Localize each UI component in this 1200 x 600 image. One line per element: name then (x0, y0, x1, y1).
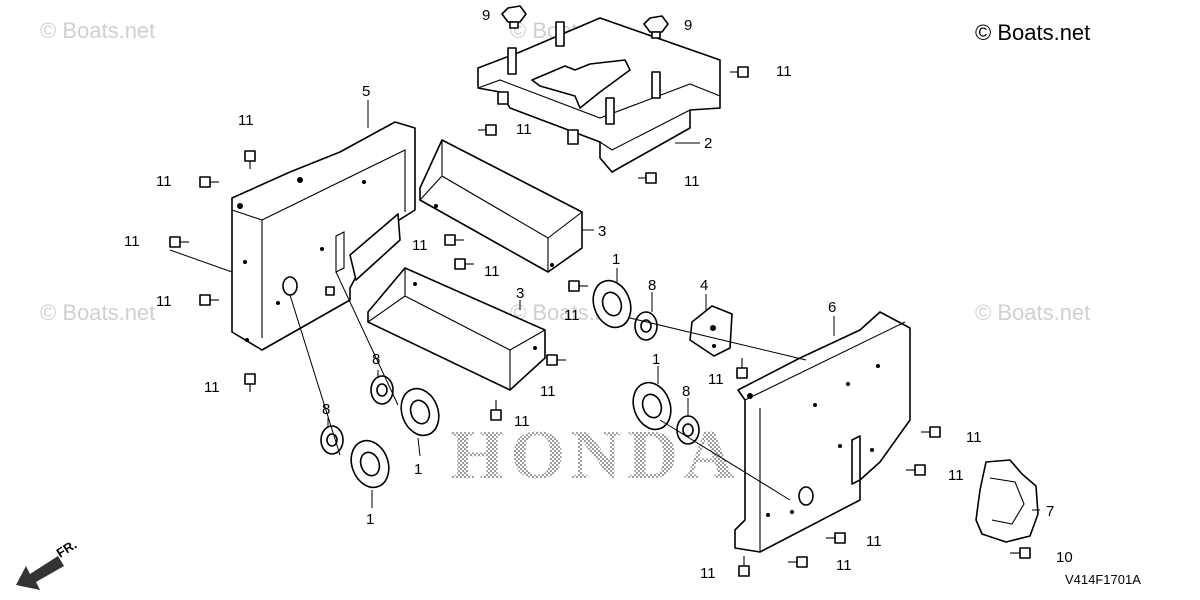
callout-11-bottom-2: 11 (836, 557, 852, 574)
callout-11-right-center: 11 (708, 371, 724, 388)
callout-11-top-left: 11 (238, 112, 254, 129)
part-7-cover (975, 459, 1039, 543)
callout-11-center-2: 11 (484, 263, 500, 280)
callout-1-lower-left: 1 (366, 511, 374, 528)
front-direction-arrow: FR. (16, 537, 79, 590)
part-9-nut-left (501, 5, 527, 29)
callout-9-right: 9 (684, 17, 692, 34)
part-1-flange-upper (592, 279, 632, 329)
callout-11-left-1: 11 (156, 173, 172, 190)
callout-8-right: 8 (682, 383, 690, 400)
callout-11-plate-bottom: 11 (684, 173, 700, 190)
copyright-label: © Boats.net (975, 20, 1090, 45)
part-1-flange-right (632, 381, 672, 431)
watermark: © Boats.net (40, 300, 155, 325)
callout-11-left-3: 11 (156, 293, 172, 310)
callout-11-left-bottom: 11 (204, 379, 220, 396)
callouts: 9 9 11 5 11 11 2 11 11 3 11 11 1 11 8 4 … (124, 7, 1073, 582)
part-3-lower-bracket (367, 267, 546, 391)
callout-5: 5 (362, 83, 370, 100)
diagram-code: V414F1701A (1065, 572, 1141, 587)
part-4-bracket (689, 305, 733, 357)
callout-11-bottom-3: 11 (700, 565, 716, 582)
assembly-lines (169, 249, 807, 501)
callout-11-center-1: 11 (412, 237, 428, 254)
callout-11-center-3: 11 (564, 307, 580, 324)
part-6-right-plate (734, 311, 911, 553)
callout-3-lower: 3 (516, 285, 524, 302)
callout-11-bottom-1: 11 (866, 533, 882, 550)
callout-4: 4 (700, 277, 708, 294)
callout-11-right-1: 11 (966, 429, 982, 446)
part-5-left-plate (231, 121, 416, 351)
callout-1-mid-left: 1 (414, 461, 422, 478)
callout-6: 6 (828, 299, 836, 316)
part-2-top-plate (477, 17, 721, 173)
callout-2: 2 (704, 135, 712, 152)
callout-7: 7 (1046, 503, 1054, 520)
part-1-flange-lower-left (350, 439, 390, 489)
callout-8-upper: 8 (648, 277, 656, 294)
part-8-bearing-upper (634, 311, 658, 341)
callout-1-upper: 1 (612, 251, 620, 268)
part-9-nut-right (643, 15, 669, 39)
callout-9-left: 9 (482, 7, 490, 24)
callout-11-top-right: 11 (776, 63, 792, 80)
callout-11-left-2: 11 (124, 233, 140, 250)
part-8-bearing-right (676, 415, 700, 445)
part-1-flange-mid-left (400, 387, 440, 437)
callout-11-center-4: 11 (540, 383, 556, 400)
callout-8-mid-left: 8 (372, 351, 380, 368)
watermark: © Boats.net (975, 300, 1090, 325)
callout-11-plate-top: 11 (516, 121, 532, 138)
part-11-bolts (169, 66, 941, 577)
callout-1-right: 1 (652, 351, 660, 368)
callout-11-center-5: 11 (514, 413, 530, 430)
callout-8-lower-left: 8 (322, 401, 330, 418)
leader-lines (327, 100, 1040, 511)
part-8-bearing-mid-left (370, 375, 394, 405)
callout-11-right-2: 11 (948, 467, 964, 484)
part-3-upper-bracket (419, 139, 583, 273)
watermark: © Boats.net (40, 18, 155, 43)
callout-10: 10 (1056, 549, 1073, 566)
callout-3-upper: 3 (598, 223, 606, 240)
part-10-screw (1010, 547, 1031, 559)
